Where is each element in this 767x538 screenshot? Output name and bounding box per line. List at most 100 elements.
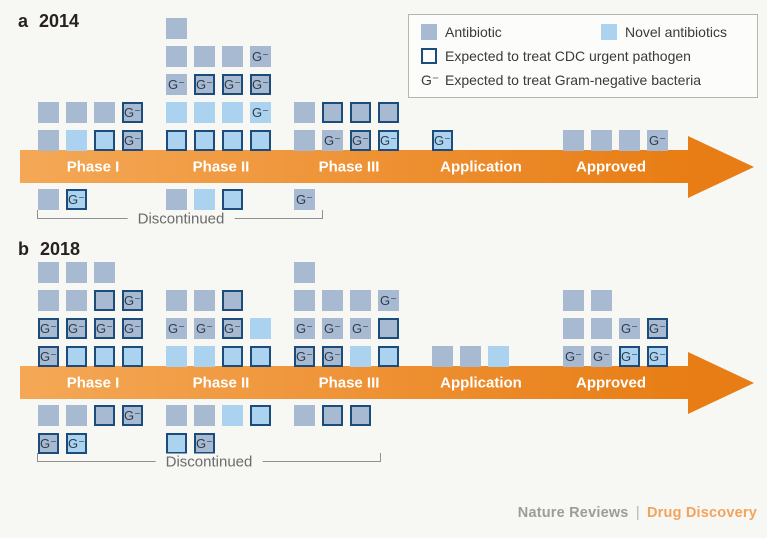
legend-item-gram-negative: G⁻ Expected to treat Gram-negative bacte… [421, 70, 745, 90]
novel-antibiotic-square [166, 102, 187, 123]
novel-antibiotic-square [194, 189, 215, 210]
antibiotic-square-gram-negative: G⁻ [222, 74, 243, 95]
novel-antibiotics-swatch-icon [601, 24, 617, 40]
discontinued-bracket-tick-right [322, 210, 323, 218]
journal-name: Nature Reviews [517, 505, 629, 521]
novel-antibiotic-square [222, 346, 243, 367]
novel-antibiotic-square-gram-negative: G⁻ [647, 346, 668, 367]
antibiotic-square [563, 290, 584, 311]
discontinued-label: Discontinued [127, 210, 235, 228]
antibiotic-square [166, 290, 187, 311]
novel-antibiotic-square [194, 130, 215, 151]
phase-label-application: Application [440, 374, 522, 391]
antibiotic-square-gram-negative: G⁻ [294, 318, 315, 339]
antibiotic-square [378, 102, 399, 123]
antibiotic-square-gram-negative: G⁻ [294, 189, 315, 210]
antibiotic-square-gram-negative: G⁻ [194, 433, 215, 454]
novel-antibiotic-square-gram-negative: G⁻ [66, 433, 87, 454]
legend-item-novel-antibiotics: Novel antibiotics [601, 24, 727, 40]
novel-antibiotic-square [222, 189, 243, 210]
novel-antibiotic-square [94, 346, 115, 367]
novel-antibiotic-square [250, 346, 271, 367]
novel-antibiotic-square [488, 346, 509, 367]
antibiotic-square [350, 102, 371, 123]
antibiotic-square-gram-negative: G⁻ [166, 74, 187, 95]
antibiotic-square-gram-negative: G⁻ [350, 130, 371, 151]
phase-label-phase-i: Phase I [66, 374, 120, 391]
journal-credit: Nature Reviews | Drug Discovery [518, 505, 757, 521]
novel-antibiotic-square-gram-negative: G⁻ [250, 102, 271, 123]
antibiotic-square [94, 405, 115, 426]
antibiotic-square [563, 318, 584, 339]
gram-negative-symbol: G⁻ [421, 71, 440, 88]
antibiotic-square [350, 290, 371, 311]
antibiotic-square [166, 405, 187, 426]
antibiotic-square [294, 262, 315, 283]
phase-label-approved: Approved [575, 158, 647, 175]
antibiotic-square [94, 262, 115, 283]
antibiotic-swatch-icon [421, 24, 437, 40]
antibiotic-square [66, 405, 87, 426]
panel-year: 2014 [39, 11, 80, 31]
antibiotic-square [94, 290, 115, 311]
antibiotic-square-gram-negative: G⁻ [166, 318, 187, 339]
novel-antibiotic-square [166, 433, 187, 454]
antibiotic-square-gram-negative: G⁻ [38, 346, 59, 367]
antibiotic-square [66, 102, 87, 123]
publication-name: Drug Discovery [647, 505, 757, 521]
antibiotic-square-gram-negative: G⁻ [250, 74, 271, 95]
phase-label-phase-ii: Phase II [192, 158, 250, 175]
antibiotic-square [166, 46, 187, 67]
antibiotic-square-gram-negative: G⁻ [66, 318, 87, 339]
novel-antibiotic-square [222, 405, 243, 426]
novel-antibiotic-square [194, 346, 215, 367]
antibiotic-square [66, 262, 87, 283]
legend-label: Antibiotic [445, 24, 502, 40]
antibiotic-square-gram-negative: G⁻ [591, 346, 612, 367]
antibiotic-square [591, 290, 612, 311]
antibiotic-square [166, 18, 187, 39]
legend-item-antibiotic: Antibiotic [421, 24, 502, 40]
antibiotic-square [166, 189, 187, 210]
antibiotic-square [322, 102, 343, 123]
antibiotic-square [94, 102, 115, 123]
panel-letter: b [18, 239, 29, 259]
discontinued-bracket-tick-right [380, 453, 381, 461]
antibiotic-square [294, 405, 315, 426]
antibiotic-square-gram-negative: G⁻ [38, 433, 59, 454]
antibiotic-square [432, 346, 453, 367]
antibiotic-square-gram-negative: G⁻ [122, 405, 143, 426]
antibiotic-square [322, 290, 343, 311]
antibiotic-square [460, 346, 481, 367]
novel-antibiotic-square [122, 346, 143, 367]
novel-antibiotic-square [166, 346, 187, 367]
phase-label-phase-ii: Phase II [192, 374, 250, 391]
antibiotic-square-gram-negative: G⁻ [122, 102, 143, 123]
antibiotic-square [619, 130, 640, 151]
antibiotic-square-gram-negative: G⁻ [250, 46, 271, 67]
antibiotic-square [294, 102, 315, 123]
antibiotic-square [378, 318, 399, 339]
phase-label-phase-iii: Phase III [318, 158, 380, 175]
antibiotic-square-gram-negative: G⁻ [378, 290, 399, 311]
antibiotic-square-gram-negative: G⁻ [647, 318, 668, 339]
antibiotic-square-gram-negative: G⁻ [122, 130, 143, 151]
antibiotic-square [66, 290, 87, 311]
antibiotic-square [38, 102, 59, 123]
legend-label: Expected to treat CDC urgent pathogen [445, 48, 691, 64]
pipeline-arrow-head [688, 135, 754, 198]
legend-label: Novel antibiotics [625, 24, 727, 40]
discontinued-label: Discontinued [155, 453, 263, 471]
antibiotic-square-gram-negative: G⁻ [194, 74, 215, 95]
antibiotic-square-gram-negative: G⁻ [294, 346, 315, 367]
antibiotic-square [294, 290, 315, 311]
antibiotic-square [38, 405, 59, 426]
antibiotic-square [194, 405, 215, 426]
antibiotic-square-gram-negative: G⁻ [322, 130, 343, 151]
panel-year: 2018 [40, 239, 81, 259]
journal-separator: | [635, 505, 640, 521]
antibiotic-square [38, 130, 59, 151]
antibiotic-square [38, 290, 59, 311]
pipeline-arrow-head [688, 351, 754, 414]
